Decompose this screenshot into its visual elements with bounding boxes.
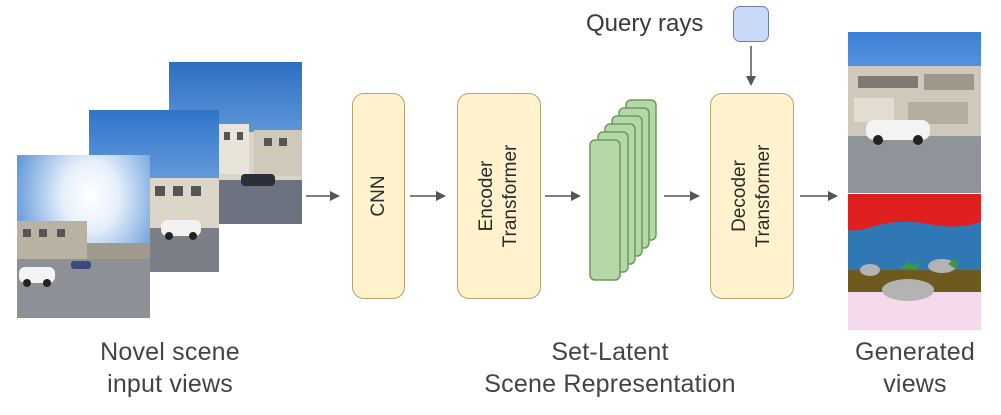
decoder-transformer-module: Decoder Transformer: [710, 93, 794, 299]
cnn-module: CNN: [352, 93, 405, 299]
input-view-front: [17, 155, 150, 318]
input-views-caption: Novel scene input views: [100, 338, 240, 398]
generated-segmentation-view: [848, 194, 981, 330]
query-to-decoder-arrow: [746, 46, 756, 86]
latent-to-decoder-arrow: [664, 191, 700, 201]
set-latent-caption: Set-Latent Scene Representation: [484, 338, 736, 398]
encoder-transformer-label: Encoder Transformer: [476, 144, 521, 248]
cnn-label: CNN: [367, 175, 389, 217]
query-rays-label: Query rays: [586, 10, 704, 37]
set-latent-stack: [589, 99, 657, 281]
cnn-to-encoder-arrow: [410, 191, 446, 201]
encoder-to-latent-arrow: [545, 191, 581, 201]
encoder-transformer-module: Encoder Transformer: [457, 93, 541, 299]
generated-rgb-view: [848, 32, 981, 193]
decoder-transformer-label: Decoder Transformer: [729, 144, 774, 248]
generated-views-caption: Generated views: [855, 338, 975, 398]
latent-token: [589, 139, 621, 281]
input-to-cnn-arrow: [306, 191, 340, 201]
decoder-to-output-arrow: [800, 191, 838, 201]
query-rays-icon: [733, 6, 769, 42]
